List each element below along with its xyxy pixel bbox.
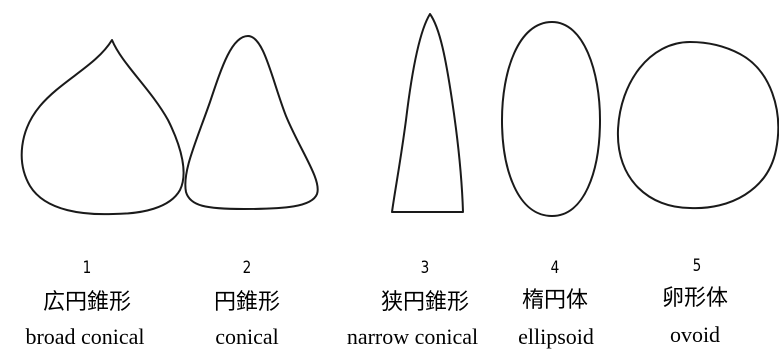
shape-japanese-5: 卵形体: [661, 286, 728, 311]
shape-number-3: 3: [420, 258, 430, 278]
shape-japanese-1: 広円錐形: [42, 290, 131, 315]
shape-japanese-4: 楕円体: [521, 288, 588, 313]
shape-number-2: 2: [242, 258, 252, 278]
shape-english-1: broad conical: [25, 324, 145, 349]
shape-japanese-3: 狭円錐形: [380, 290, 469, 315]
shape-english-4: ellipsoid: [518, 324, 594, 349]
shape-number-5: 5: [692, 256, 702, 276]
shape-japanese-2: 円錐形: [213, 290, 280, 315]
shape-number-4: 4: [550, 258, 560, 278]
shape-number-1: 1: [82, 258, 92, 278]
shape-english-2: conical: [215, 324, 279, 349]
shape-english-3: narrow conical: [346, 324, 479, 349]
shape-english-5: ovoid: [669, 322, 721, 347]
